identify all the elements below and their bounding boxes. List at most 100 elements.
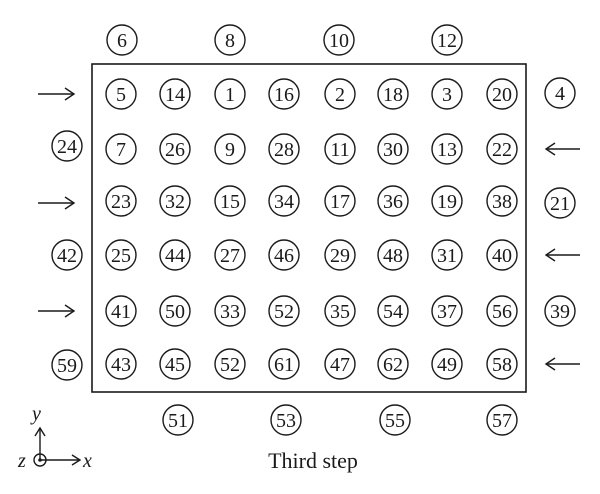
grid-cell-r6-c8: 58 [486,348,518,380]
grid-cell-r1-c2: 14 [159,78,191,110]
grid-cell-r3-c4-number: 34 [274,191,294,213]
grid-cell-r3-c8: 38 [486,185,518,217]
grid-cell-r4-c5: 29 [324,239,356,271]
arrow-left-5 [38,304,76,318]
grid-cell-r1-c3: 1 [214,78,246,110]
grid-cell-r5-c2-circle [159,295,191,327]
arrow-head [64,304,76,318]
grid-cell-r2-c4-circle [268,133,300,165]
grid-cell-r4-c3-number: 27 [220,245,240,267]
z-axis-origin-dot [38,458,42,462]
grid-cell-r6-c4-circle [268,348,300,380]
grid-cell-r3-c7: 19 [431,185,463,217]
right-label-1-number: 4 [555,83,565,105]
bottom-label-2-circle [270,404,302,436]
grid-cell-r2-c6-circle [377,133,409,165]
edge-arrows [38,87,580,371]
grid-cell-r1-c4-circle [268,78,300,110]
grid-cell-r1-c7-circle [431,78,463,110]
grid-cell-r3-c5: 17 [324,185,356,217]
grid-cell-r6-c8-circle [486,348,518,380]
grid-cell-r1-c8-circle [486,78,518,110]
grid-cell-r1-c4-number: 16 [274,84,294,106]
left-label-3-circle [51,349,83,381]
grid-cell-r2-c3: 9 [214,133,246,165]
arrow-head [544,248,556,262]
top-label-3-number: 10 [329,30,349,52]
grid-cell-r1-c7: 3 [431,78,463,110]
grid-cell-r4-c2-circle [159,239,191,271]
grid-cell-r6-c3-number: 52 [220,354,240,376]
grid-cell-r6-c6: 62 [377,348,409,380]
top-label-4-circle [431,24,463,56]
grid-cell-r3-c6: 36 [377,185,409,217]
grid-cell-r1-c4: 16 [268,78,300,110]
bottom-label-3-circle [379,404,411,436]
grid-cell-r5-c6: 54 [377,295,409,327]
left-label-2-circle [51,239,83,271]
grid-cell-r1-c5-circle [324,78,356,110]
grid-cell-r2-c5-number: 11 [330,139,349,161]
grid-cell-r4-c8-number: 40 [492,245,512,267]
grid-cell-r2-c7-number: 13 [437,139,457,161]
grid-cell-r3-c5-number: 17 [330,191,350,213]
grid-cell-r6-c5-number: 47 [330,354,350,376]
grid-cell-r6-c3: 52 [214,348,246,380]
grid-cell-r3-c7-circle [431,185,463,217]
grid-cell-r4-c5-circle [324,239,356,271]
bottom-label-4-circle [486,404,518,436]
top-label-1: 6 [106,24,138,56]
left-label-3: 59 [51,349,83,381]
grid-cell-r4-c1-number: 25 [111,245,131,267]
grid-cell-r4-c2: 44 [159,239,191,271]
grid-cell-r5-c4-number: 52 [274,301,294,323]
grid-cell-r2-c5: 11 [324,133,356,165]
z-axis-origin-circle [33,453,47,467]
grid-cell-r3-c1-circle [105,185,137,217]
grid-cell-r3-c6-circle [377,185,409,217]
right-label-1-circle [544,77,576,109]
grid-cell-r5-c5-circle [324,295,356,327]
grid-cell-r2-c1-circle [105,133,137,165]
arrow-right-6 [544,357,580,371]
arrow-head [544,142,556,156]
grid-cell-r2-c7: 13 [431,133,463,165]
bottom-label-4: 57 [486,404,518,436]
grid-cell-r2-c1-number: 7 [116,139,126,161]
bottom-label-3: 55 [379,404,411,436]
grid-cell-r2-c4-number: 28 [274,139,294,161]
grid-cell-r3-c3-number: 15 [220,191,240,213]
grid-cell-r3-c1: 23 [105,185,137,217]
grid-cell-r5-c1-circle [105,295,137,327]
grid-cell-r2-c3-circle [214,133,246,165]
grid-cell-r5-c5: 35 [324,295,356,327]
x-axis-label: x [82,450,92,472]
bottom-label-3-number: 55 [385,410,405,432]
grid-cell-r4-c2-number: 44 [165,245,185,267]
grid-cell-r3-c3-circle [214,185,246,217]
bottom-label-1-number: 51 [168,410,188,432]
grid-cell-r1-c1: 5 [105,78,137,110]
grid-cell-r1-c6: 18 [377,78,409,110]
grid-cell-r5-c1-number: 41 [111,301,131,323]
right-label-1: 4 [544,77,576,109]
grid-cell-r5-c1: 41 [105,295,137,327]
grid-cell-r4-c7: 31 [431,239,463,271]
left-label-2-number: 42 [57,245,77,267]
grid-cell-r2-c5-circle [324,133,356,165]
grid-cell-r2-c8-circle [486,133,518,165]
grid-cell-r3-c4: 34 [268,185,300,217]
grid-cell-r2-c4: 28 [268,133,300,165]
grid-cell-r5-c5-number: 35 [330,301,350,323]
arrow-left-3 [38,196,76,210]
grid-cell-r5-c4: 52 [268,295,300,327]
right-label-3: 39 [544,295,576,327]
right-label-2: 21 [544,187,576,219]
grid-cell-r5-c6-circle [377,295,409,327]
grid-cell-r5-c8-number: 56 [492,301,512,323]
grid-cell-r5-c2-number: 50 [165,301,185,323]
grid-cell-r6-c5-circle [324,348,356,380]
top-label-2: 8 [214,24,246,56]
